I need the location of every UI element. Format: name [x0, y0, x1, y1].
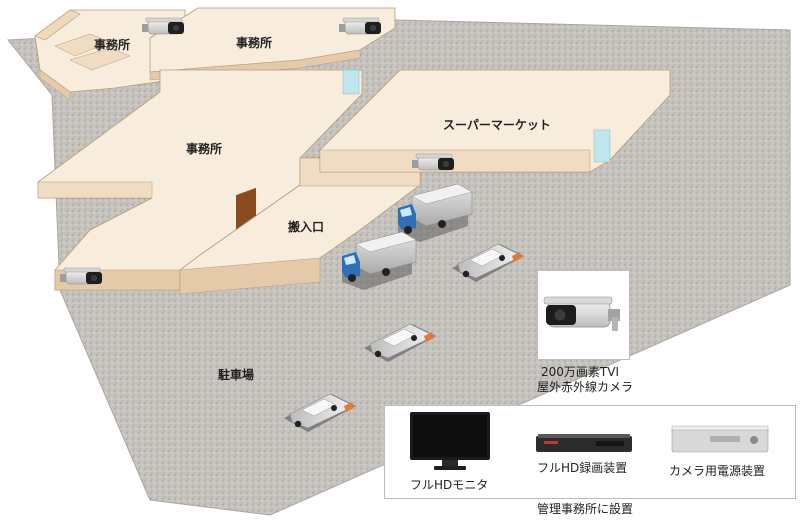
monitor-label: フルHDモニタ	[410, 478, 489, 492]
power-supply-label: カメラ用電源装置	[669, 464, 766, 478]
camera-card-line1: 200万画素TVI	[541, 365, 619, 379]
power-supply-icon	[671, 425, 769, 453]
supermarket-label: スーパーマーケット	[443, 118, 551, 132]
supermarket-block	[319, 69, 671, 173]
recorder-icon	[536, 434, 632, 452]
equipment-caption: 管理事務所に設置	[537, 502, 634, 516]
camera-card	[537, 270, 630, 360]
camera-card-line2: 屋外赤外線カメラ	[537, 380, 634, 394]
camera-icon	[338, 17, 382, 35]
camera-icon	[141, 17, 185, 35]
office-main-label: 事務所	[186, 142, 223, 156]
supermarket-glass	[593, 129, 611, 163]
bullet-camera-icon	[543, 296, 620, 331]
office-top-right-label: 事務所	[236, 36, 273, 50]
parking-label: 駐車場	[218, 368, 255, 382]
office-top-left-label: 事務所	[94, 38, 131, 52]
camera-icon	[411, 153, 455, 171]
loading-entrance-label: 搬入口	[288, 220, 325, 234]
window-glass	[342, 69, 360, 95]
monitor-icon	[410, 412, 490, 470]
camera-icon	[59, 267, 103, 285]
recorder-label: フルHD録画装置	[537, 461, 628, 475]
